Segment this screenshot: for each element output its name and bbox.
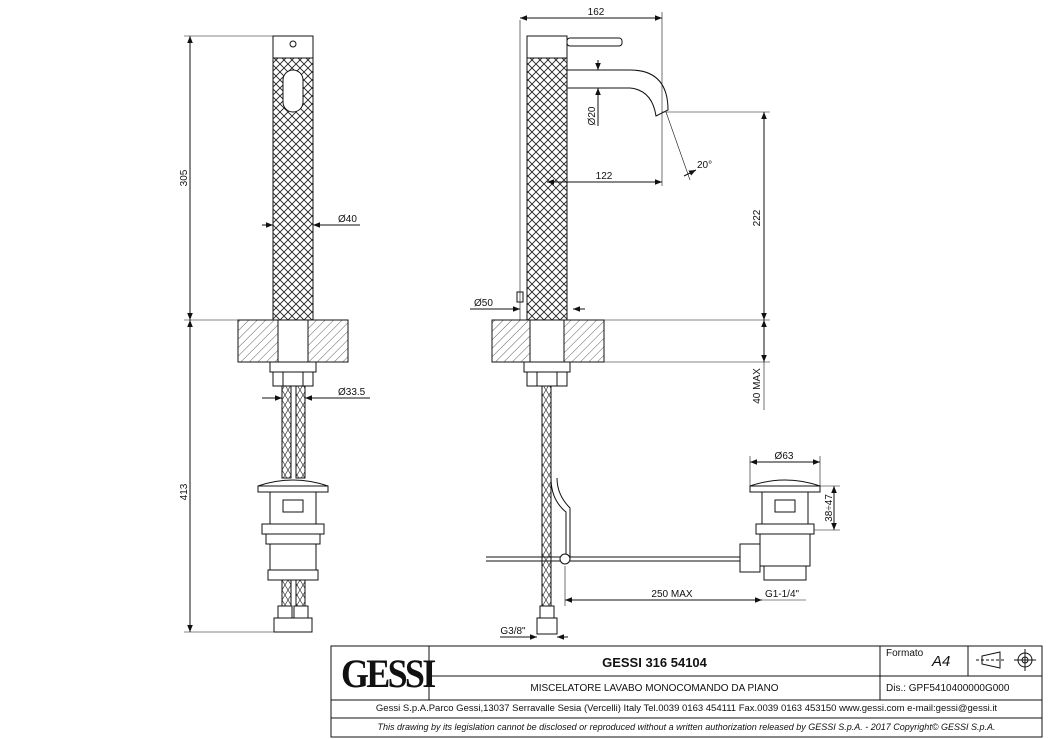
title-block-frame	[330, 645, 1043, 738]
dim-base-diameter: Ø50	[474, 298, 493, 309]
dim-hose-thread: G3/8"	[500, 626, 526, 637]
dim-body-diameter: Ø40	[338, 214, 357, 225]
front-view	[184, 35, 370, 633]
dim-shank-diameter: Ø33.5	[338, 387, 366, 398]
drawing-number: Dis.: GPF5410400000G000	[886, 683, 1010, 694]
product-code: GESSI 316 54104	[602, 655, 707, 670]
dim-rod-max: 250 MAX	[651, 589, 692, 600]
dim-waste-diameter: Ø63	[775, 451, 794, 462]
dim-deck-max: 40 MAX	[752, 368, 763, 404]
brand-logo: GESSI	[341, 651, 436, 696]
format-label: Formato	[886, 648, 924, 659]
product-description: MISCELATORE LAVABO MONOCOMANDO DA PIANO	[530, 683, 779, 694]
side-view	[470, 12, 840, 640]
dim-height-below: 413	[179, 483, 190, 500]
dim-height-spout: 222	[752, 209, 763, 226]
dim-waste-range: 38÷47	[824, 494, 835, 522]
format-value: A4	[932, 653, 951, 670]
dim-spout-reach: 122	[596, 171, 613, 182]
dim-spout-diameter: Ø20	[587, 106, 598, 125]
dim-height-body: 305	[179, 169, 190, 186]
copyright-disclaimer: This drawing by its legislation cannot b…	[377, 722, 996, 732]
company-address: Gessi S.p.A.Parco Gessi,13037 Serravalle…	[375, 703, 998, 714]
dim-angle: 20°	[697, 160, 712, 171]
dim-width-top: 162	[588, 7, 605, 18]
dim-waste-thread: G1-1/4"	[765, 589, 800, 600]
